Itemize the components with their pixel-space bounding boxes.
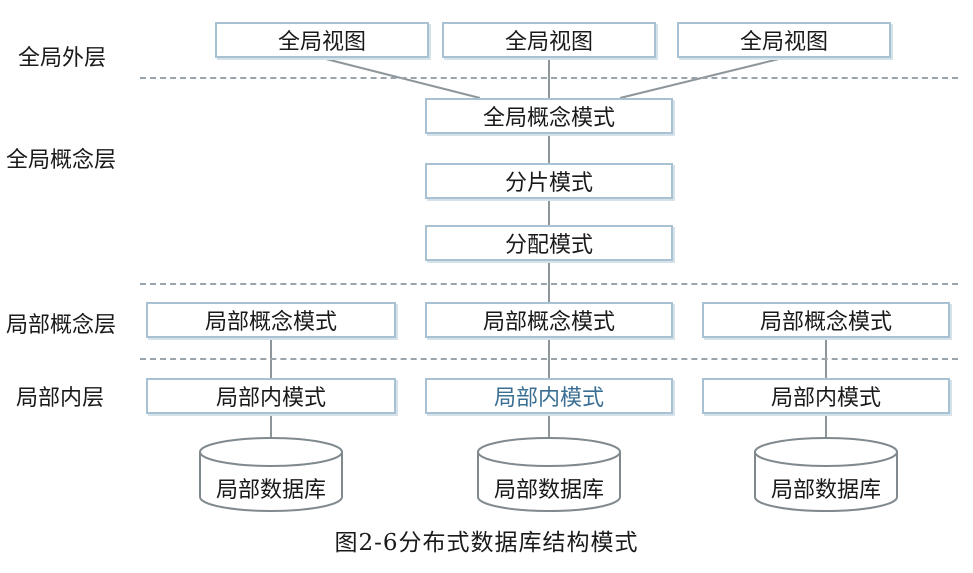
database-cylinder-1	[199, 437, 343, 512]
global-view-box-3: 全局视图	[677, 22, 891, 58]
layer-label-global-conceptual: 全局概念层	[6, 148, 117, 173]
layer-label-local-conceptual: 局部概念层	[6, 313, 117, 338]
global-schema-box: 全局概念模式	[425, 98, 673, 134]
global-view-box-2: 全局视图	[442, 22, 656, 58]
local-internal-box-3: 局部内模式	[702, 378, 950, 414]
local-database-label-2: 局部数据库	[493, 478, 604, 503]
layer-divider-1	[140, 77, 958, 79]
local-conceptual-box-1: 局部概念模式	[146, 302, 396, 338]
layer-label-global-external: 全局外层	[18, 46, 107, 71]
local-database-label-3: 局部数据库	[770, 478, 881, 503]
local-database-label-1: 局部数据库	[215, 478, 326, 503]
local-internal-box-1: 局部内模式	[146, 378, 396, 414]
database-cylinder-2	[477, 437, 621, 512]
allocation-schema-box: 分配模式	[425, 225, 673, 261]
figure-caption: 图2-6分布式数据库结构模式	[334, 530, 639, 556]
database-cylinder-3	[754, 437, 898, 512]
layer-divider-2	[140, 283, 958, 285]
local-conceptual-box-3: 局部概念模式	[702, 302, 950, 338]
global-view-box-1: 全局视图	[215, 22, 429, 58]
fragment-schema-box: 分片模式	[425, 163, 673, 199]
layer-divider-3	[140, 358, 958, 360]
layer-label-local-internal: 局部内层	[16, 386, 105, 411]
local-conceptual-box-2: 局部概念模式	[425, 302, 673, 338]
local-internal-box-2: 局部内模式	[425, 378, 673, 414]
